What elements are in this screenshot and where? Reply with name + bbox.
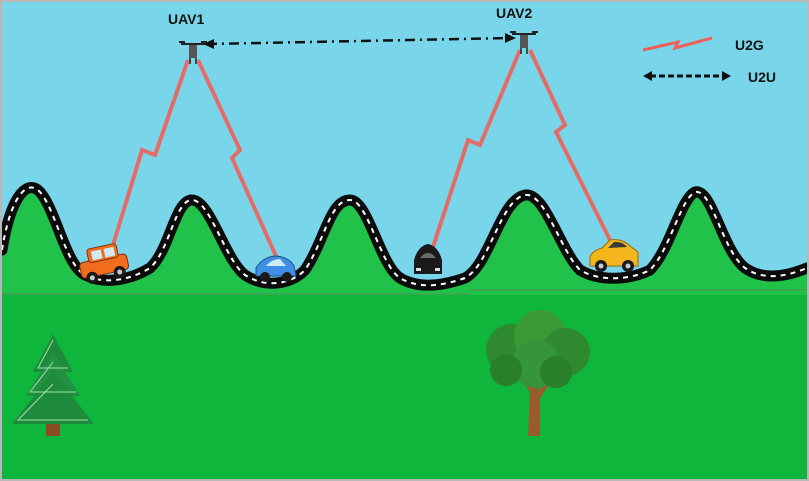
ground xyxy=(2,292,807,479)
u2u-arrow-right xyxy=(505,33,516,43)
u2g-legend-label: U2G xyxy=(735,37,764,53)
u2g-link-uav1-blue-car xyxy=(196,59,282,266)
oak-tree-icon xyxy=(486,310,590,436)
uav1-label: UAV1 xyxy=(168,11,205,27)
u2g-legend-icon xyxy=(642,36,713,52)
u2u-legend-label: U2U xyxy=(748,69,776,85)
u2u-link xyxy=(206,36,513,46)
u2g-links xyxy=(108,49,612,266)
u2u-legend-arrow-right xyxy=(722,71,731,81)
uav1-drone-icon xyxy=(179,41,207,64)
orange-car-icon xyxy=(79,243,130,284)
legend: U2G U2U xyxy=(642,36,776,85)
u2g-link-uav1-orange-car xyxy=(108,59,190,256)
uav2-label: UAV2 xyxy=(496,5,533,21)
uav2-drone-icon xyxy=(510,31,538,54)
u2g-link-uav2-black-car xyxy=(430,49,522,251)
black-car-icon xyxy=(414,244,442,274)
u2g-link-uav2-yellow-car xyxy=(528,49,612,241)
blue-car-icon xyxy=(255,255,297,282)
mountain-road xyxy=(0,182,809,291)
u2u-legend-arrow-left xyxy=(643,71,652,81)
pine-tree-icon xyxy=(12,334,94,436)
u2u-arrow-left xyxy=(203,39,214,49)
yellow-car-icon xyxy=(589,239,639,272)
